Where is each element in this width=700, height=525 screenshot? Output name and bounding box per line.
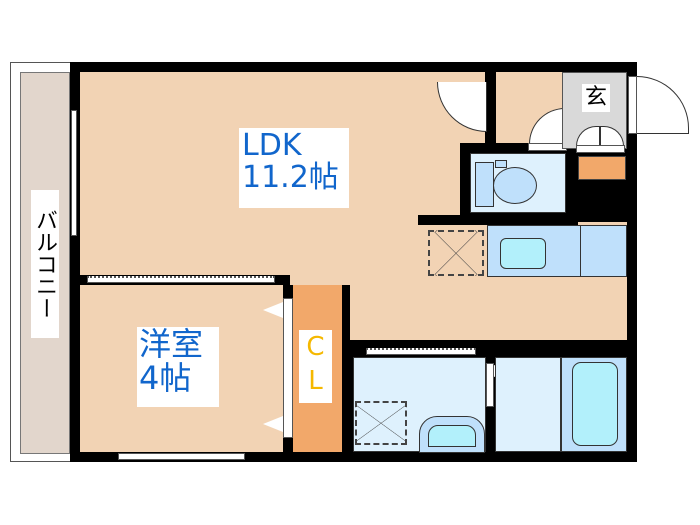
toilet-tank bbox=[475, 162, 494, 207]
balcony-label: バルコニー bbox=[31, 190, 59, 338]
western-room-window bbox=[118, 453, 245, 460]
ldk-window bbox=[71, 110, 77, 236]
closet-letter-c: C bbox=[306, 332, 325, 362]
closet-label: C L bbox=[299, 330, 332, 403]
refrigerator-space bbox=[428, 230, 484, 276]
western-room-size: 4帖 bbox=[139, 358, 192, 397]
closet-door-arrow-top bbox=[263, 302, 283, 318]
toilet-bowl bbox=[493, 167, 537, 204]
washing-machine-space bbox=[355, 401, 407, 445]
shoe-cabinet-sill bbox=[576, 145, 625, 153]
ldk-label: LDK 11.2帖 bbox=[239, 128, 349, 208]
bathtub bbox=[572, 362, 618, 446]
washroom-sliding-door[interactable] bbox=[366, 348, 476, 355]
kitchen-sink bbox=[500, 238, 546, 269]
bathroom bbox=[495, 357, 561, 452]
ldk-fill2 bbox=[350, 215, 418, 225]
entrance-label: 玄 bbox=[582, 84, 610, 112]
ldk-name: LDK bbox=[242, 128, 302, 163]
toilet-control bbox=[495, 160, 507, 168]
entrance-door[interactable] bbox=[637, 76, 689, 134]
shoe-cabinet bbox=[578, 156, 626, 180]
closet-door[interactable] bbox=[283, 298, 293, 438]
kitchen-wall bbox=[418, 215, 578, 225]
closet-door-arrow-bottom bbox=[263, 416, 283, 432]
ldk-lower-area bbox=[290, 275, 490, 285]
western-room-sliding-door[interactable] bbox=[87, 276, 275, 283]
western-room-name: 洋室 bbox=[139, 325, 204, 363]
ldk-door-wall bbox=[485, 72, 496, 149]
western-room-label: 洋室 4帖 bbox=[137, 327, 219, 407]
washbasin-bowl bbox=[428, 425, 476, 447]
closet-letter-l: L bbox=[308, 366, 323, 396]
bathroom-door[interactable] bbox=[486, 363, 494, 407]
ldk-size: 11.2帖 bbox=[242, 159, 339, 195]
kitchen-divider bbox=[580, 225, 581, 277]
entrance-door-frame bbox=[628, 76, 637, 134]
